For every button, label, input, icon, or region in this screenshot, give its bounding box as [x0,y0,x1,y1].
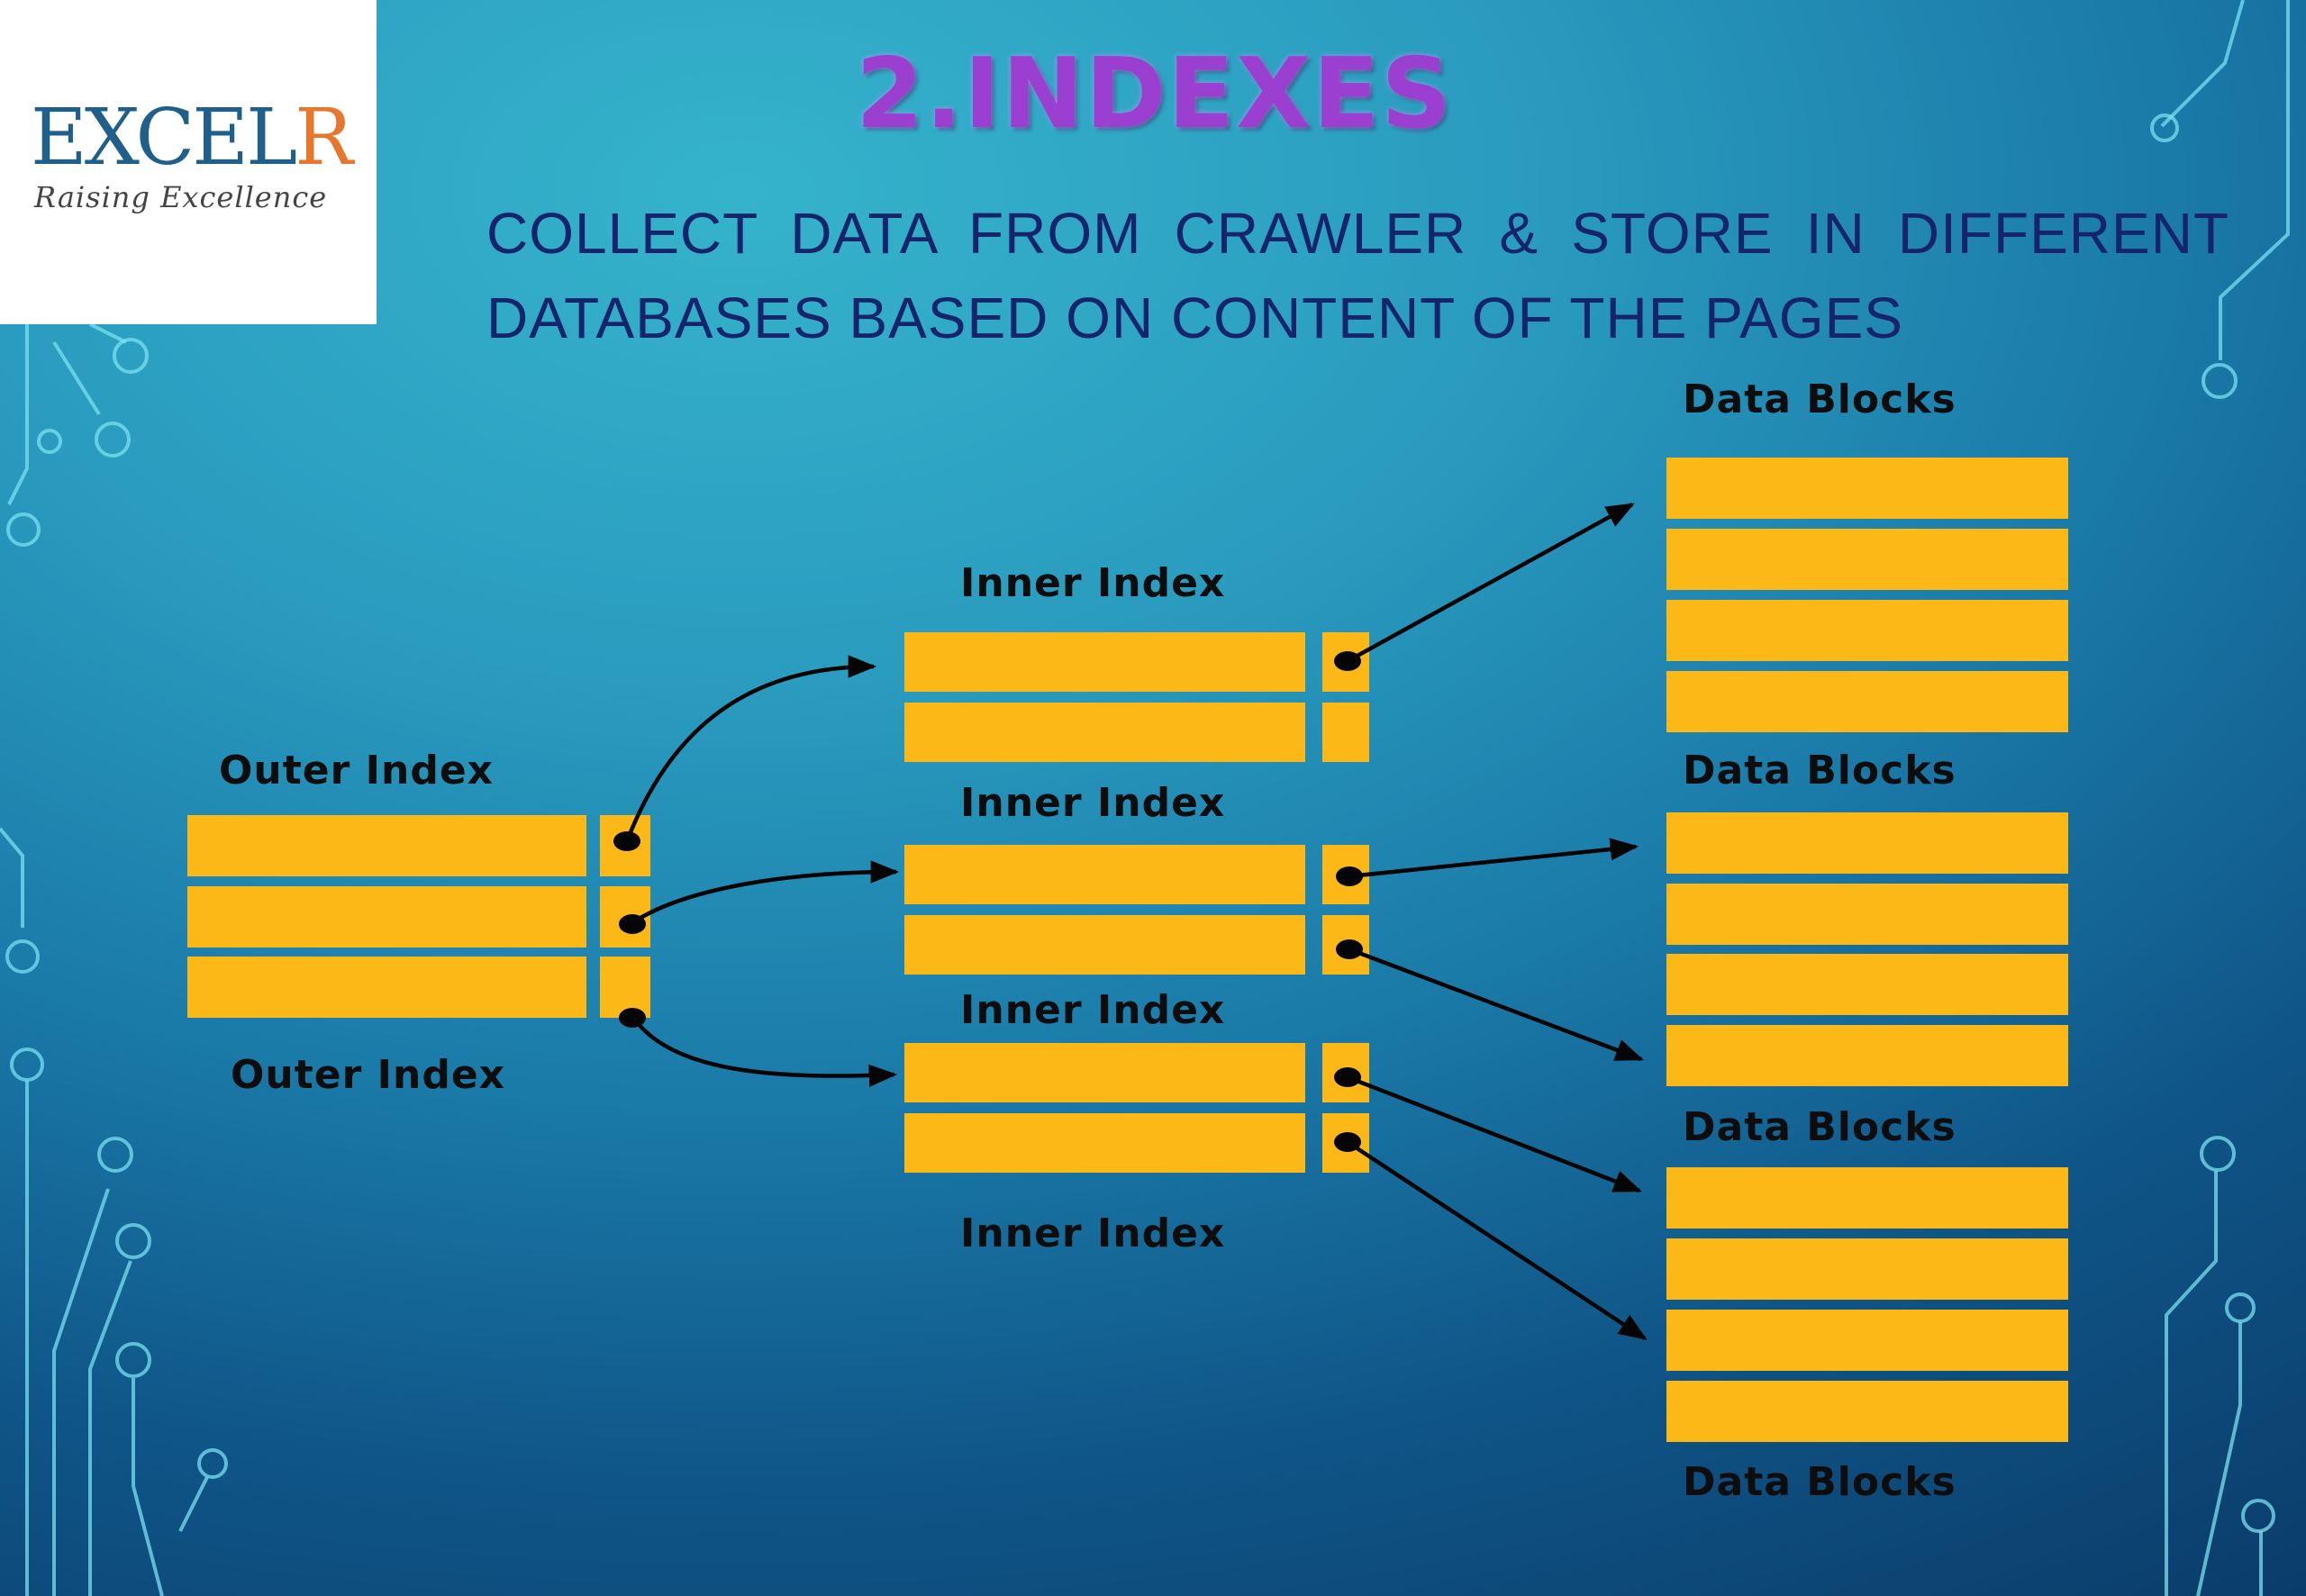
inner-index-3: Inner Index Inner Index [904,987,1369,1256]
pointer-arrow [1346,1140,1648,1340]
pointer-arrow [1348,838,1639,879]
slide-title: 2.INDEXES [856,38,1453,150]
data-block [1666,671,2068,732]
inner-index-entry [904,1043,1305,1102]
outer-index-label: Outer Index [231,1052,505,1098]
inner-index-pointer [1322,703,1369,762]
outer-index-pointer [600,957,650,1018]
data-block [1666,529,2068,590]
data-blocks-1: Data Blocks Data Blocks [1666,376,2068,793]
inner-index-label: Inner Index [960,1211,1225,1256]
logo-wordmark: EXCELR [31,99,353,177]
pointer-arrow [624,655,877,842]
pointer-arrow [1346,503,1635,663]
pointer-dot [619,1008,646,1028]
pointer-dot [619,914,646,934]
logo: EXCELR Raising Excellence [0,0,377,324]
outer-index-entry [187,957,586,1018]
logo-brand: EXCEL [31,93,297,183]
data-block [1666,1310,2068,1371]
inner-index-entry [904,703,1305,762]
data-block [1666,1025,2068,1086]
data-block [1666,812,2068,874]
pointer-dot [1334,1132,1361,1152]
data-block [1666,1167,2068,1229]
inner-index-2: Inner Index [904,780,1369,975]
pointer-arrow [1347,1075,1642,1193]
outer-index-entry [187,815,586,876]
pointer-dot [613,831,640,851]
outer-index: Outer Index Outer Index [187,748,650,1098]
data-block [1666,884,2068,945]
data-block [1666,954,2068,1015]
inner-index-label: Inner Index [960,780,1225,826]
pointer-dot [1336,866,1363,886]
data-blocks-label: Data Blocks [1683,748,1956,793]
pointer-arrow [1348,947,1644,1062]
data-block [1666,600,2068,661]
inner-index-label: Inner Index [960,560,1225,606]
data-blocks-label: Data Blocks [1683,376,1956,422]
data-blocks-label: Data Blocks [1683,1459,1956,1505]
pointer-dot [1336,939,1363,959]
pointer-dot [1334,1067,1361,1087]
logo-tagline: Raising Excellence [34,180,328,214]
pointer-arrow [631,1014,898,1087]
outer-index-entry [187,886,586,948]
data-blocks-2: Data Blocks [1666,812,2068,1150]
slide-subtitle: COLLECT DATA FROM CRAWLER & STORE IN DIF… [486,201,2229,350]
inner-index-entry [904,632,1305,692]
data-block [1666,1381,2068,1442]
pointer-arrow [629,860,900,926]
data-blocks-label: Data Blocks [1683,1104,1956,1150]
inner-index-entry [904,1113,1305,1173]
logo-brand-accent: R [295,93,353,183]
inner-index-1: Inner Index [904,560,1369,762]
inner-index-entry [904,845,1305,904]
inner-index-entry [904,915,1305,975]
data-block [1666,1238,2068,1300]
inner-index-label: Inner Index [960,987,1225,1033]
pointer-dot [1334,651,1361,671]
outer-index-label: Outer Index [219,748,494,793]
data-blocks-3: Data Blocks [1666,1167,2068,1505]
data-block [1666,458,2068,519]
